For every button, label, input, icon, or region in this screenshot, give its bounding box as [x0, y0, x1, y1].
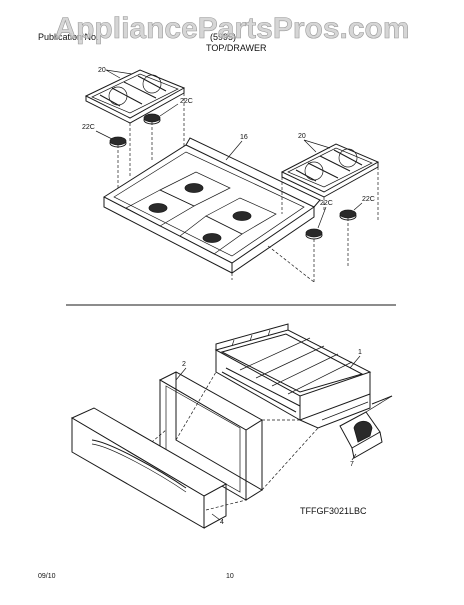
leader-grate-left — [105, 69, 133, 79]
leader-cap-right-top — [353, 202, 363, 211]
label-cap-left-top: 22C — [180, 98, 193, 105]
section-title: TOP/DRAWER — [206, 43, 267, 53]
right-burner-grate — [280, 143, 380, 198]
cooktop-panel — [102, 137, 321, 274]
label-drawer-front: 2 — [182, 361, 186, 368]
guide-lines-right — [281, 167, 379, 282]
label-cooktop: 16 — [240, 134, 248, 141]
label-cap-left-side: 22C — [82, 124, 95, 131]
leader-drawer-panel — [211, 513, 221, 521]
drawer-front-frame — [158, 371, 263, 501]
left-burner-grate — [84, 69, 186, 124]
left-burner-cap-rear — [143, 113, 161, 125]
leader-drawer-body — [349, 355, 361, 369]
label-drawer-body: 1 — [358, 349, 362, 356]
publication-number: (5995) — [210, 32, 236, 42]
right-burner-cap-front — [305, 228, 323, 240]
label-cap-right-side: 22C — [320, 200, 333, 207]
watermark-logo: AppliancePartsPros.com — [54, 12, 409, 45]
leader-roller — [351, 453, 357, 461]
label-grate-right: 20 — [298, 133, 306, 140]
leader-drawer-front — [175, 367, 187, 381]
drawer-outer-panel — [70, 407, 228, 529]
leader-cap-right-side — [317, 206, 327, 229]
label-roller: 7 — [350, 461, 354, 468]
leader-cap-left-top — [159, 103, 179, 117]
footer-date: 09/10 — [38, 573, 56, 580]
right-burner-cap-rear — [339, 209, 357, 221]
leader-grate-right — [303, 139, 331, 153]
guide-lines-left — [117, 93, 185, 205]
drawer-roller-detail — [339, 395, 393, 459]
label-grate-left: 20 — [98, 67, 106, 74]
model-number: TFFGF3021LBC — [300, 506, 367, 516]
publication-label: Publication No. — [38, 32, 99, 42]
label-drawer-panel: 4 — [220, 519, 224, 526]
guide-lines-drawer — [139, 371, 319, 511]
leader-cooktop — [225, 140, 243, 161]
guide-lines-center — [231, 245, 315, 283]
leader-cap-left-side — [95, 130, 113, 140]
footer-page-number: 10 — [226, 573, 234, 580]
label-cap-right-top: 22C — [362, 196, 375, 203]
